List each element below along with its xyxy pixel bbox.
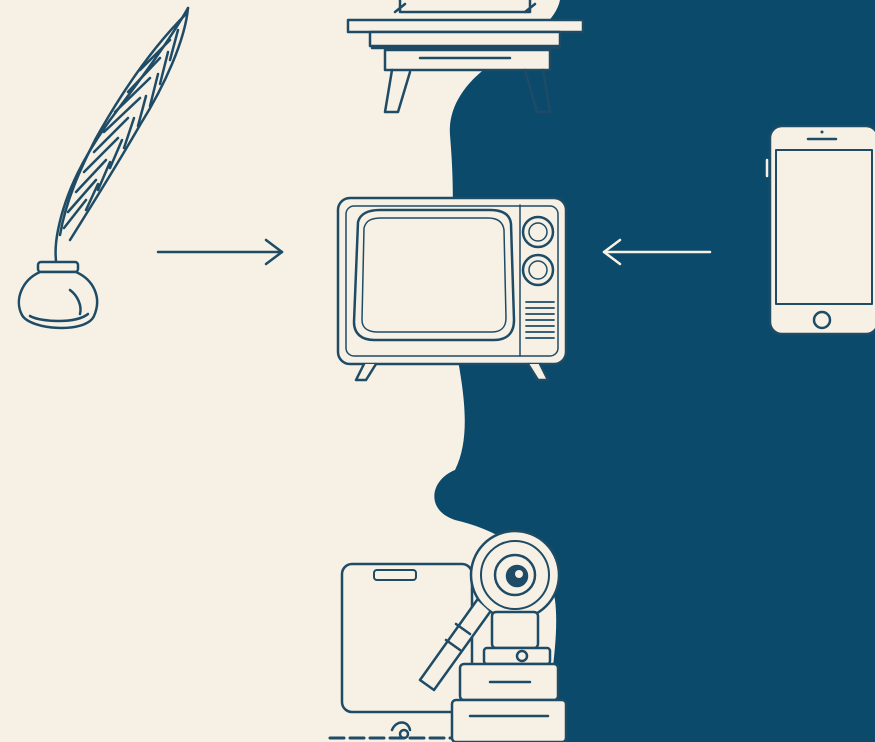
microscope-icon [390,529,568,742]
vintage-television-icon [336,196,568,382]
smartphone-icon [765,124,875,336]
quill-and-inkwell-icon [17,6,190,330]
typewriter-on-table-icon [346,0,585,114]
arrow-left-icon [602,238,712,266]
arrow-right-icon [156,238,284,266]
